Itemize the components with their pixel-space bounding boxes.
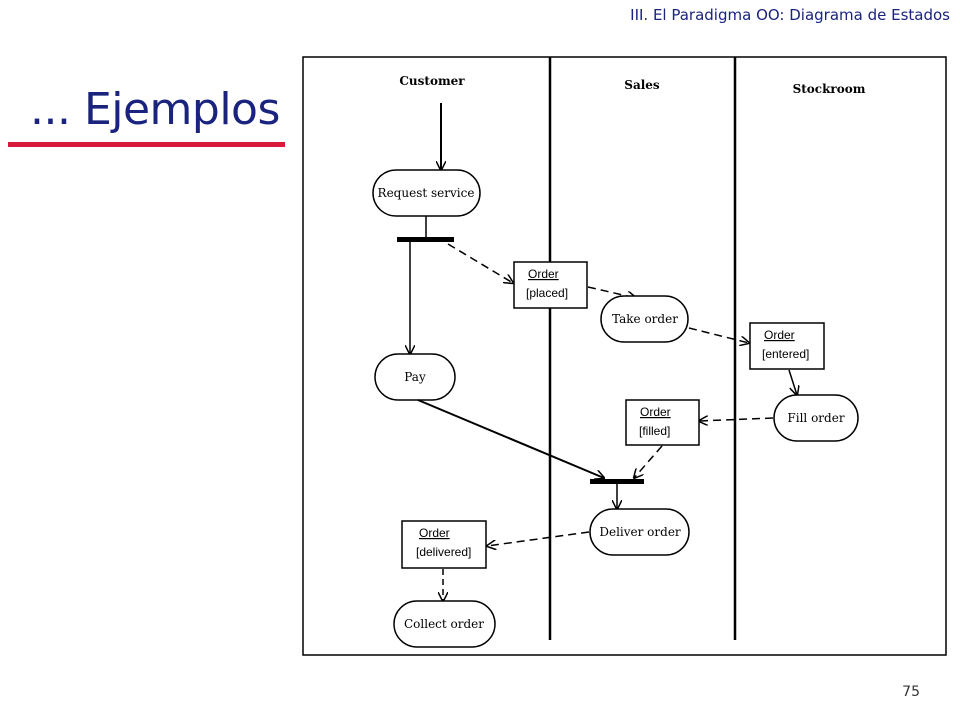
title-underline — [8, 142, 285, 147]
activity-label-collect-order: Collect order — [404, 617, 484, 631]
activity-label-pay: Pay — [404, 370, 426, 384]
activity-label-take-order: Take order — [612, 312, 678, 326]
activity-label-fill-order: Fill order — [787, 411, 844, 425]
activity-collect-order — [393, 600, 496, 648]
object-order-entered — [749, 322, 825, 370]
swimlane-label-stockroom: Stockroom — [793, 82, 866, 96]
activity-label-request-service: Request service — [378, 186, 475, 200]
activity-deliver-order — [589, 508, 690, 556]
activity-label-deliver-order: Deliver order — [599, 525, 681, 539]
activity-pay — [374, 353, 456, 401]
join-bar — [590, 479, 644, 484]
object-state-entered: [entered] — [762, 347, 809, 361]
object-state-placed: [placed] — [526, 286, 568, 300]
fork-bar — [397, 237, 454, 242]
section-header: III. El Paradigma OO: Diagrama de Estado… — [630, 6, 950, 24]
activity-fill-order — [773, 394, 859, 442]
page-number: 75 — [902, 684, 920, 700]
object-order-placed — [513, 261, 588, 309]
object-flow-filled-to-join — [634, 445, 663, 478]
object-name-placed: Order — [528, 267, 559, 281]
flow-pay-to-join — [417, 399, 604, 478]
object-state-delivered: [delivered] — [416, 545, 471, 559]
object-state-filled: [filled] — [639, 424, 670, 438]
object-flow-deliver-to-delivered — [487, 531, 590, 546]
swimlane-label-sales: Sales — [624, 78, 660, 92]
object-flow-entered-to-fill-order — [788, 369, 797, 395]
object-order-filled — [625, 399, 700, 446]
object-name-delivered: Order — [419, 526, 450, 540]
swimlane-label-customer: Customer — [399, 74, 465, 88]
slide-title: ... Ejemplos — [30, 84, 280, 135]
activity-take-order — [600, 295, 689, 343]
object-name-filled: Order — [640, 405, 671, 419]
object-order-delivered — [401, 520, 487, 569]
object-flow-take-order-to-entered — [688, 327, 749, 343]
object-name-entered: Order — [764, 328, 795, 342]
